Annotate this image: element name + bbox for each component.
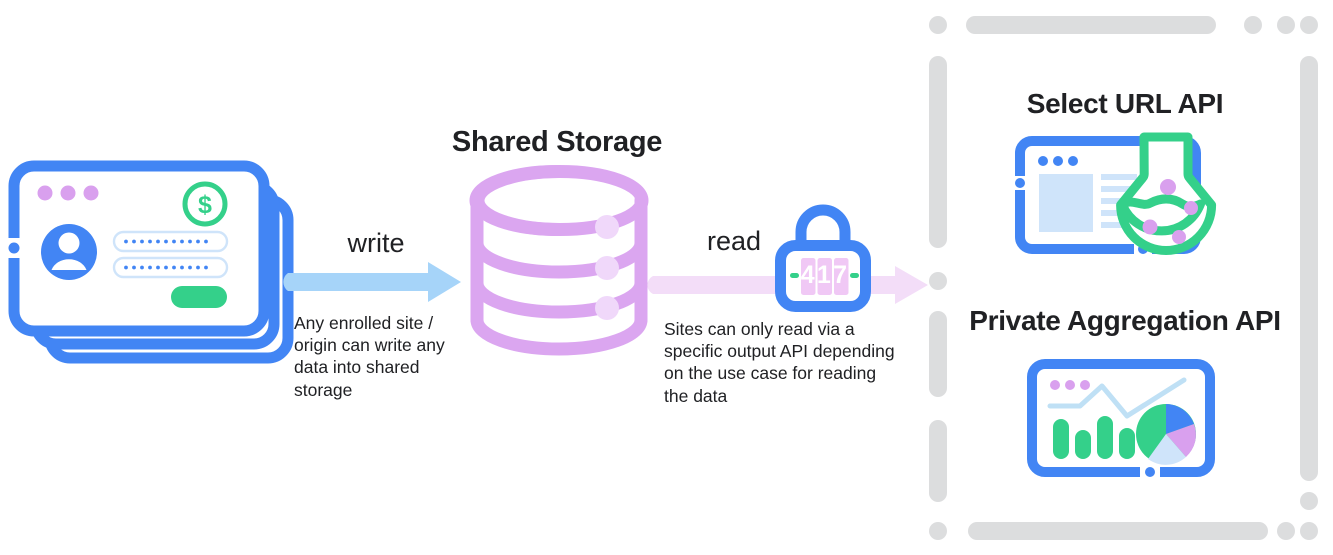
- line-series: [1047, 377, 1187, 419]
- browser-chart-icon: [1024, 358, 1224, 482]
- padlock-icon: 417: [775, 200, 871, 312]
- lock-combination-digits: 417: [801, 261, 850, 289]
- shared-storage-title: Shared Storage: [451, 126, 663, 158]
- storage-indicator-dots: [595, 215, 619, 320]
- lock-combination-wheels: 417: [790, 258, 859, 295]
- browser-flask-icon: [1012, 132, 1234, 258]
- svg-text:$: $: [198, 191, 212, 219]
- read-description: Sites can only read via a specific outpu…: [664, 319, 895, 406]
- write-arrow-icon: [283, 262, 463, 302]
- pie-chart: [1136, 404, 1196, 465]
- read-label: read: [706, 226, 762, 256]
- password-field-2: [112, 256, 229, 279]
- panel-dashed-border: [929, 16, 1318, 540]
- bar-series: [1053, 416, 1135, 459]
- write-description: Any enrolled site / origin can write any…: [294, 313, 445, 400]
- dollar-badge-icon: $: [182, 181, 228, 227]
- window-dots: [37, 185, 99, 201]
- enrolled-site-cards: $: [8, 160, 298, 375]
- shared-storage-cylinder-icon: [464, 165, 654, 356]
- window-dots: [1038, 156, 1078, 166]
- submit-button-shape: [171, 286, 227, 308]
- window-dots: [1050, 380, 1090, 390]
- browser-card-front: $: [8, 160, 270, 337]
- flask-particles: [1142, 179, 1198, 244]
- output-apis-panel: [920, 0, 1333, 555]
- flask-icon: [1116, 132, 1217, 255]
- write-label: write: [347, 228, 405, 258]
- avatar-icon: [41, 224, 97, 280]
- api-title-private-aggregation: Private Aggregation API: [969, 305, 1281, 336]
- content-block: [1039, 174, 1093, 232]
- api-title-select-url: Select URL API: [1026, 88, 1224, 119]
- password-field-1: [112, 230, 229, 253]
